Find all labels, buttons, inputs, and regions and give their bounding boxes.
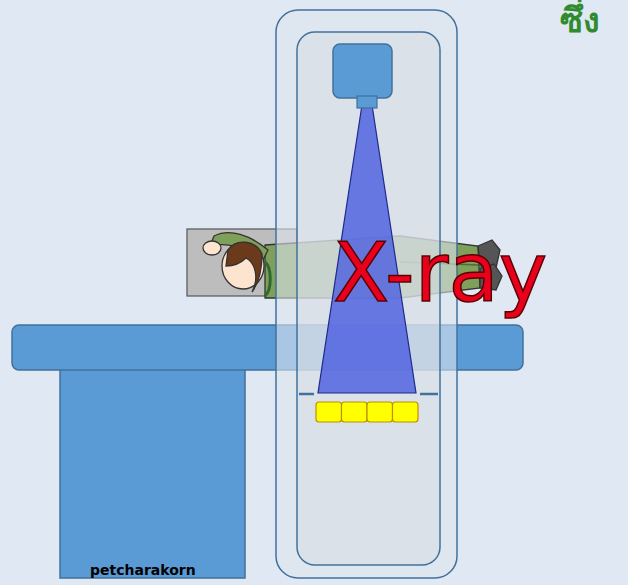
detector-element [342,402,368,422]
x-ray-label: X-ray [333,228,547,318]
detector-array [316,402,418,422]
tube-window [357,96,377,108]
heading-fragment: ซึ่ง [560,2,600,39]
watermark: petcharakorn [90,563,196,578]
detector-element [316,402,342,422]
table-pedestal [60,360,245,578]
x-ray-tube [333,44,392,98]
detector-rail [299,393,314,396]
detector-element [393,402,419,422]
detector-element [367,402,393,422]
detector-rail [420,393,438,396]
